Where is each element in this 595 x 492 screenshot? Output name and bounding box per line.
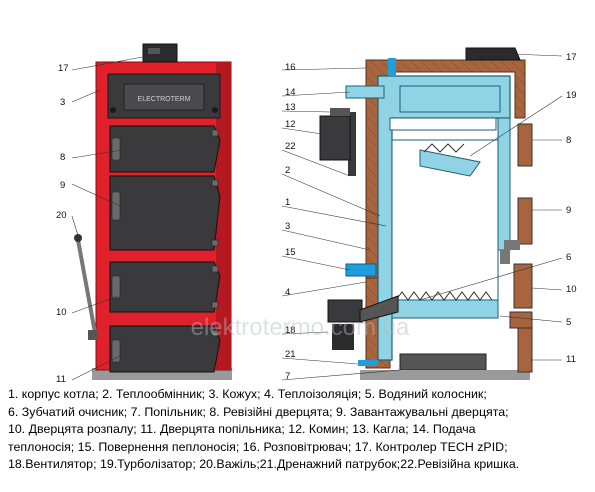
flue-collar <box>330 108 350 116</box>
drain-pipe <box>358 360 378 366</box>
callout-9-right: 9 <box>566 205 571 216</box>
callout-18: 18 <box>285 325 296 336</box>
heat-exchanger-inner <box>399 85 501 113</box>
callout-16: 16 <box>285 62 296 73</box>
supply-pipe <box>345 85 385 99</box>
section-callouts-left <box>281 67 401 381</box>
lever <box>74 234 98 340</box>
return-pipe <box>345 263 377 277</box>
legend-line: 10. Дверцята розпалу; 11. Дверцята попіл… <box>8 422 476 437</box>
front-view: ELECTROTERM <box>56 43 232 385</box>
door-hinges-right <box>500 240 520 264</box>
fan <box>327 295 399 350</box>
turbulator-zigzag <box>423 143 465 153</box>
legend-line: 1. корпус котла; 2. Теплообмінник; 3. Ко… <box>8 387 487 401</box>
air-vent <box>388 58 396 76</box>
chimney <box>319 115 351 161</box>
revision-door <box>109 125 221 173</box>
plate-bolt <box>110 107 116 113</box>
callout-11-right: 11 <box>566 354 576 365</box>
callout-15: 15 <box>285 247 296 258</box>
callout-8: 8 <box>60 152 65 163</box>
callout-8-right: 8 <box>566 135 571 146</box>
callout-20: 20 <box>56 210 67 221</box>
callout-10: 10 <box>56 307 67 318</box>
water-wall-right <box>497 117 511 251</box>
section-callouts-right <box>419 53 563 361</box>
callout-17-right: 17 <box>566 52 577 63</box>
callout-13: 13 <box>285 102 296 113</box>
callout-19: 19 <box>566 90 577 101</box>
callout-7: 7 <box>285 371 290 382</box>
callout-1: 1 <box>285 197 290 208</box>
section-doors <box>509 123 533 373</box>
brand-plate <box>123 83 205 111</box>
turbulator <box>419 149 481 177</box>
callout-22: 22 <box>285 141 296 152</box>
flue-pipe <box>389 117 497 131</box>
controller-display <box>148 48 160 54</box>
callout-3: 3 <box>60 97 65 108</box>
door-handles <box>111 129 219 363</box>
callout-11: 11 <box>56 374 66 385</box>
boiler-diagram: ELECTROTERM <box>56 43 577 385</box>
combustion-chamber <box>391 139 499 311</box>
legend-line: 18.Вентилятор; 19.Турболізатор; 20.Важіл… <box>8 457 520 472</box>
legend-line: теплоносія; 15. Повернення пеплоносія; 1… <box>8 439 508 454</box>
controller-top <box>465 47 521 61</box>
ignition-door <box>109 261 221 313</box>
callout-10-right: 10 <box>566 284 577 295</box>
section-view: 16 14 13 12 22 2 1 3 15 4 18 21 7 17 19 … <box>281 47 577 382</box>
ash-pan <box>399 353 487 371</box>
callout-9: 9 <box>60 180 65 191</box>
callout-12: 12 <box>285 119 296 130</box>
grate-teeth <box>395 291 493 301</box>
callout-17: 17 <box>58 63 69 74</box>
callout-3-right: 3 <box>285 221 290 232</box>
brand-plate-text: ELECTROTERM <box>138 96 191 103</box>
callout-14: 14 <box>285 87 296 98</box>
callout-2: 2 <box>285 165 290 176</box>
legend-line: 6. Зубчатий очисник; 7. Попільник; 8. Ре… <box>8 404 509 419</box>
callout-4: 4 <box>285 287 290 298</box>
plate-bolt <box>212 107 218 113</box>
callout-21: 21 <box>285 349 296 360</box>
ash-door <box>109 325 221 373</box>
revision-lid <box>348 112 356 176</box>
legend: 1. корпус котла; 2. Теплообмінник; 3. Ко… <box>8 386 593 474</box>
base <box>360 370 530 380</box>
callout-5: 5 <box>566 317 571 328</box>
watermark: elektrotermo.com.ua <box>191 314 410 341</box>
left-callouts <box>71 55 149 381</box>
callout-6: 6 <box>566 252 571 263</box>
loading-door <box>109 175 221 251</box>
